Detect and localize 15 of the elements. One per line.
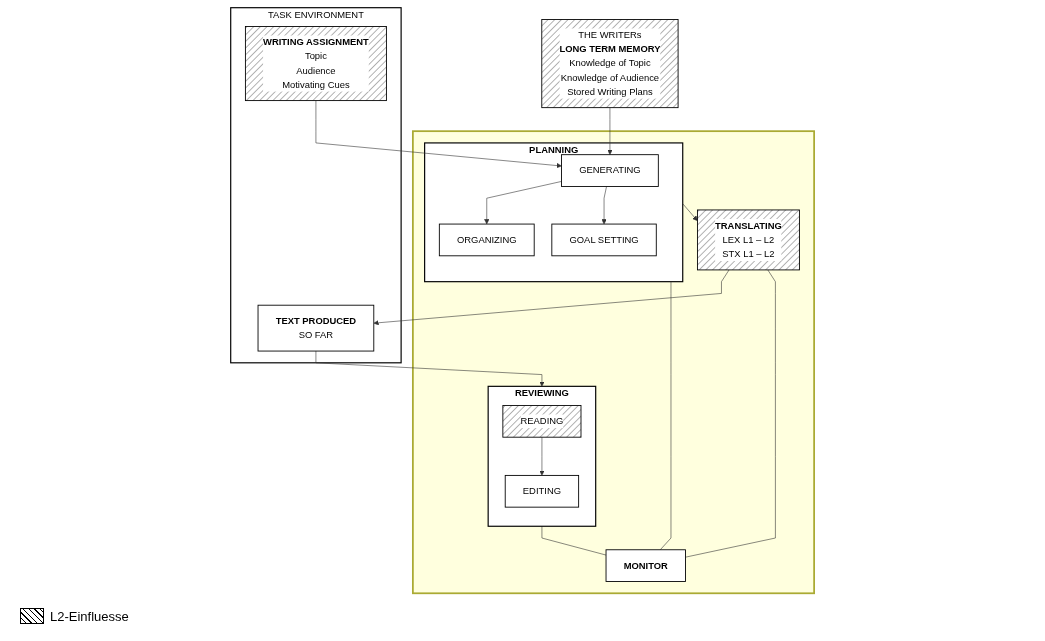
node-box: GENERATING (561, 153, 659, 187)
cluster (412, 129, 816, 594)
connector (660, 280, 672, 550)
node-box: WRITING ASSIGNMENT Topic Audience Motivating Cues (245, 25, 387, 101)
connector (541, 525, 607, 555)
node-box: TRANSLATING LEX L1 – L2 STX L1 – L2 (697, 209, 800, 270)
node-box: GOAL SETTING (551, 223, 657, 256)
connector (685, 269, 776, 557)
node-box: EDITING (504, 474, 580, 508)
node-box: MONITOR (605, 548, 687, 582)
node-box: THE WRITERs LONG TERM MEMORY Knowledge of Topic Knowledge of Audience Stored Writing Plans (541, 18, 679, 108)
node-box: TEXT PRODUCED SO FAR (257, 304, 375, 351)
legend-text: L2-Einfluesse (50, 608, 129, 624)
node-box: ORGANIZING (438, 223, 535, 256)
node-box: READING (502, 404, 582, 438)
